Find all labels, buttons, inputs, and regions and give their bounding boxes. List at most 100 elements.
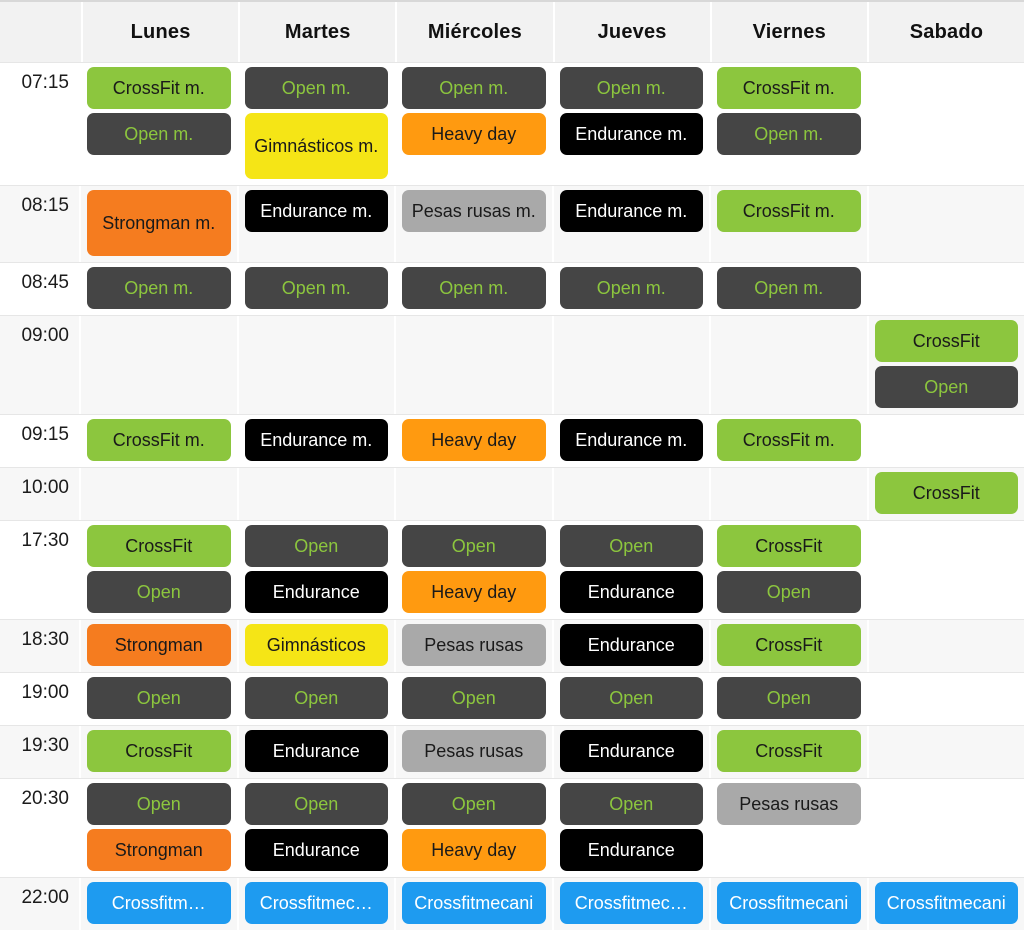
class-chip-crossfit[interactable]: CrossFit m. (717, 190, 861, 232)
day-header-lunes[interactable]: Lunes (83, 2, 240, 62)
class-chip-open[interactable]: Open m. (402, 267, 546, 309)
class-chip-endurance[interactable]: Endurance m. (245, 190, 389, 232)
class-chip-open[interactable]: Open (245, 783, 389, 825)
class-chip-strongman[interactable]: Strongman m. (87, 190, 231, 256)
class-chip-open[interactable]: Open (875, 366, 1019, 408)
day-header-miercoles[interactable]: Miércoles (397, 2, 554, 62)
class-chip-crossfit[interactable]: CrossFit (717, 624, 861, 666)
class-chip-open[interactable]: Open (717, 571, 861, 613)
class-chip-open[interactable]: Open (245, 525, 389, 567)
class-chip-endurance[interactable]: Endurance (245, 730, 389, 772)
class-chip-crossfit[interactable]: CrossFit m. (717, 67, 861, 109)
class-chip-open[interactable]: Open m. (87, 113, 231, 155)
class-chip-heavy[interactable]: Heavy day (402, 113, 546, 155)
class-chip-promo[interactable]: Crossfitmecani (717, 882, 861, 924)
class-chip-open[interactable]: Open m. (87, 267, 231, 309)
class-chip-heavy[interactable]: Heavy day (402, 571, 546, 613)
class-chip-endurance[interactable]: Endurance m. (560, 190, 704, 232)
class-chip-crossfit[interactable]: CrossFit (875, 472, 1019, 514)
class-chip-crossfit[interactable]: CrossFit m. (87, 67, 231, 109)
schedule-cell: Open m.Gimnásticos m. (239, 63, 397, 185)
schedule-cell: Open m.Endurance m. (554, 63, 712, 185)
class-chip-open[interactable]: Open (87, 571, 231, 613)
schedule-cell (711, 468, 869, 520)
class-chip-heavy[interactable]: Heavy day (402, 829, 546, 871)
class-chip-crossfit[interactable]: CrossFit (87, 730, 231, 772)
class-chip-crossfit[interactable]: CrossFit (875, 320, 1019, 362)
class-chip-open[interactable]: Open (245, 677, 389, 719)
schedule-cell (869, 263, 1024, 315)
class-chip-crossfit[interactable]: CrossFit m. (87, 419, 231, 461)
day-header-martes[interactable]: Martes (240, 2, 397, 62)
class-chip-promo[interactable]: Crossfitmec… (560, 882, 704, 924)
class-chip-open[interactable]: Open (402, 677, 546, 719)
class-chip-open[interactable]: Open (402, 525, 546, 567)
time-label: 08:15 (0, 186, 81, 262)
class-chip-endurance[interactable]: Endurance m. (245, 419, 389, 461)
schedule-cell: CrossFit m. (711, 415, 869, 467)
class-chip-endurance[interactable]: Endurance m. (560, 113, 704, 155)
class-chip-promo[interactable]: Crossfitmec… (245, 882, 389, 924)
class-chip-pesas[interactable]: Pesas rusas (402, 730, 546, 772)
time-label: 08:45 (0, 263, 81, 315)
class-chip-crossfit[interactable]: CrossFit (87, 525, 231, 567)
time-label: 17:30 (0, 521, 81, 619)
class-chip-crossfit[interactable]: CrossFit m. (717, 419, 861, 461)
class-chip-crossfit[interactable]: CrossFit (717, 730, 861, 772)
class-chip-endurance[interactable]: Endurance (560, 571, 704, 613)
class-chip-pesas[interactable]: Pesas rusas (402, 624, 546, 666)
class-chip-endurance[interactable]: Endurance (245, 829, 389, 871)
schedule-cell (239, 468, 397, 520)
class-chip-open[interactable]: Open m. (402, 67, 546, 109)
class-chip-strongman[interactable]: Strongman (87, 829, 231, 871)
class-chip-pesas[interactable]: Pesas rusas (717, 783, 861, 825)
schedule-cell: Crossfitmecani (396, 878, 554, 930)
class-chip-pesas[interactable]: Pesas rusas m. (402, 190, 546, 232)
schedule-cell: Endurance (554, 620, 712, 672)
class-chip-gimnasticos[interactable]: Gimnásticos (245, 624, 389, 666)
class-chip-promo[interactable]: Crossfitmecani (402, 882, 546, 924)
class-chip-open[interactable]: Open (87, 677, 231, 719)
class-chip-endurance[interactable]: Endurance (560, 829, 704, 871)
schedule-cell (869, 726, 1024, 778)
schedule-cell: CrossFit m.Open m. (81, 63, 239, 185)
class-chip-gimnasticos[interactable]: Gimnásticos m. (245, 113, 389, 179)
class-chip-open[interactable]: Open m. (717, 267, 861, 309)
class-chip-open[interactable]: Open m. (245, 67, 389, 109)
schedule-cell (396, 316, 554, 414)
schedule-cell: Gimnásticos (239, 620, 397, 672)
schedule-cell: Open m. (711, 263, 869, 315)
time-label: 07:15 (0, 63, 81, 185)
class-chip-open[interactable]: Open m. (560, 267, 704, 309)
class-chip-promo[interactable]: Crossfitm… (87, 882, 231, 924)
class-chip-open[interactable]: Open (560, 525, 704, 567)
class-chip-open[interactable]: Open (402, 783, 546, 825)
class-chip-endurance[interactable]: Endurance (245, 571, 389, 613)
class-chip-open[interactable]: Open (87, 783, 231, 825)
schedule-cell (239, 316, 397, 414)
day-header-viernes[interactable]: Viernes (712, 2, 869, 62)
class-chip-crossfit[interactable]: CrossFit (717, 525, 861, 567)
schedule-cell: Strongman m. (81, 186, 239, 262)
class-chip-open[interactable]: Open m. (717, 113, 861, 155)
class-chip-open[interactable]: Open (560, 677, 704, 719)
schedule-cell (869, 521, 1024, 619)
class-chip-promo[interactable]: Crossfitmecani (875, 882, 1019, 924)
class-chip-open[interactable]: Open (560, 783, 704, 825)
class-chip-open[interactable]: Open m. (560, 67, 704, 109)
schedule-cell: Endurance m. (239, 415, 397, 467)
class-chip-heavy[interactable]: Heavy day (402, 419, 546, 461)
class-chip-strongman[interactable]: Strongman (87, 624, 231, 666)
class-chip-endurance[interactable]: Endurance (560, 624, 704, 666)
class-chip-endurance[interactable]: Endurance (560, 730, 704, 772)
class-chip-open[interactable]: Open (717, 677, 861, 719)
class-chip-open[interactable]: Open m. (245, 267, 389, 309)
class-chip-endurance[interactable]: Endurance m. (560, 419, 704, 461)
schedule-cell (869, 186, 1024, 262)
day-header-jueves[interactable]: Jueves (555, 2, 712, 62)
day-header-sabado[interactable]: Sabado (869, 2, 1024, 62)
